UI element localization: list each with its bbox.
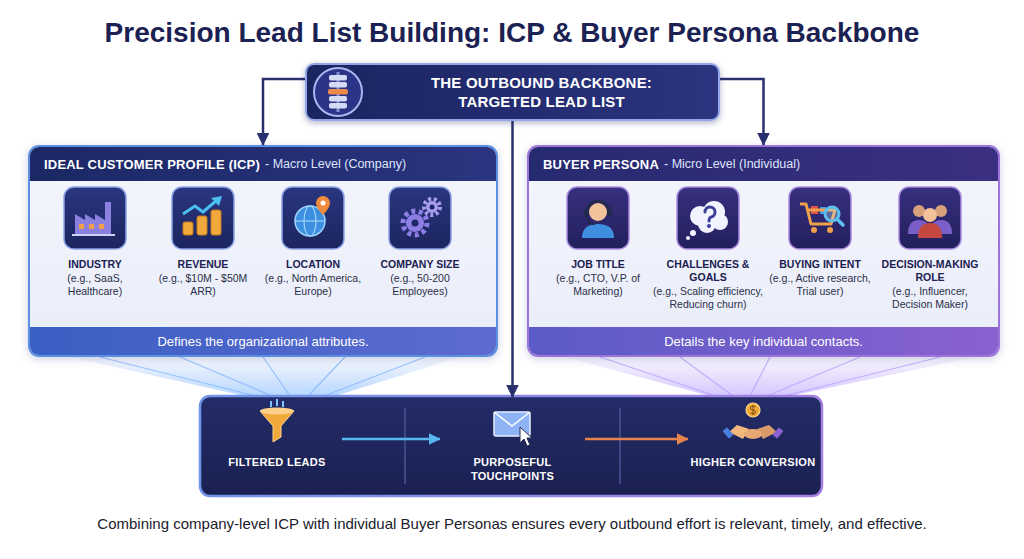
panel-note: Defines the organizational attributes. — [157, 334, 368, 349]
flow-arrow — [342, 438, 440, 441]
funnel-glow-part — [263, 357, 290, 396]
attribute-card: CHALLENGES & GOALS(e.g., Scaling efficie… — [652, 187, 764, 329]
attribute-heading: INDUSTRY — [39, 258, 151, 271]
funnel-glow-part — [100, 357, 256, 396]
panel-footer: Details the key individual contacts. — [529, 327, 998, 355]
panel-header: BUYER PERSONA - Micro Level (Individual) — [529, 147, 998, 181]
outcome-step: HIGHER CONVERSION — [688, 397, 818, 489]
attribute-card: LOCATION(e.g., North America, Europe) — [257, 187, 369, 329]
attribute-card: DECISION-MAKING ROLE(e.g., Influencer, D… — [874, 187, 986, 329]
panel-header: IDEAL CUSTOMER PROFILE (ICP) - Macro Leve… — [30, 147, 496, 181]
diagram-title: Precision Lead List Building: ICP & Buye… — [0, 16, 1024, 50]
attribute-card: JOB TITLE(e.g., CTO, V.P. of Marketing) — [542, 187, 654, 329]
backbone-label: THE OUTBOUND BACKBONE: TARGETED LEAD LIS… — [411, 73, 673, 111]
funnel-icon-part — [260, 411, 294, 442]
outcome-step: FILTERED LEADS — [212, 397, 342, 489]
outcome-label: FILTERED LEADS — [212, 455, 342, 469]
funnel-glow — [70, 357, 460, 396]
envelope-icon-part — [494, 412, 530, 436]
flow-arrow — [585, 438, 688, 441]
attribute-heading: BUYING INTENT — [764, 258, 876, 271]
profile-panel: IDEAL CUSTOMER PROFILE (ICP) - Macro Leve… — [28, 145, 498, 357]
attribute-heading: REVENUE — [147, 258, 259, 271]
handshake-icon-part — [772, 427, 783, 439]
panel-heading: BUYER PERSONA — [543, 157, 659, 172]
flow-arrow — [263, 79, 305, 145]
flow-arrow — [511, 121, 514, 397]
handshake-icon-part — [729, 425, 749, 439]
funnel-glow-part — [600, 357, 716, 396]
envelope-icon-part — [520, 427, 532, 446]
diagram-caption: Combining company-level ICP with individ… — [0, 514, 1024, 533]
band-divider — [619, 408, 621, 484]
funnel-glow — [70, 357, 975, 396]
funnel-glow-part — [750, 357, 770, 396]
attribute-example: (e.g., Influencer, Decision Maker) — [874, 285, 986, 310]
funnel-glow-part — [180, 357, 272, 396]
handshake-icon-part — [744, 429, 762, 439]
attribute-heading: LOCATION — [257, 258, 369, 271]
attribute-card: BUYING INTENT(e.g., Active research, Tri… — [764, 187, 876, 329]
attribute-heading: JOB TITLE — [542, 258, 654, 271]
panel-footer: Defines the organizational attributes. — [30, 327, 496, 355]
attribute-example: (e.g., CTO, V.P. of Marketing) — [542, 272, 654, 297]
attribute-heading: DECISION-MAKING ROLE — [874, 258, 986, 284]
panel-subheading: - Macro Level (Company) — [265, 157, 406, 171]
attribute-example: (e.g., Scaling efficiency, Reducing chur… — [652, 285, 764, 310]
attribute-example: (e.g., Active research, Trial user) — [764, 272, 876, 297]
funnel-icon — [260, 399, 294, 442]
attribute-example: (e.g., SaaS, Healthcare) — [39, 272, 151, 297]
backbone-box: THE OUTBOUND BACKBONE: TARGETED LEAD LIS… — [305, 63, 720, 121]
outcome-step: PURPOSEFUL TOUCHPOINTS — [440, 397, 585, 489]
panel-heading: IDEAL CUSTOMER PROFILE (ICP) — [44, 157, 260, 172]
attribute-card: COMPANY SIZE(e.g., 50-200 Employees) — [364, 187, 476, 329]
handshake-icon-part — [746, 403, 760, 417]
handshake-icon-part — [722, 427, 733, 439]
handshake-icon-part — [751, 405, 756, 415]
result-band — [200, 396, 822, 496]
attribute-card: REVENUE(e.g., $10M - $50M ARR) — [147, 187, 259, 329]
attribute-heading: COMPANY SIZE — [364, 258, 476, 271]
handshake-icon-part — [757, 425, 777, 439]
funnel-icon-part — [260, 408, 294, 415]
funnel-glow-part — [680, 357, 733, 396]
funnel-glow — [565, 357, 975, 396]
envelope-icon — [494, 412, 532, 446]
funnel-icon-part — [282, 401, 284, 407]
attribute-example: (e.g., $10M - $50M ARR) — [147, 272, 259, 297]
band-divider — [404, 408, 406, 484]
attribute-heading: CHALLENGES & GOALS — [652, 258, 764, 284]
profile-panel: BUYER PERSONA - Micro Level (Individual) D… — [527, 145, 1000, 357]
envelope-icon-part — [494, 412, 530, 426]
flow-arrow — [720, 79, 764, 145]
funnel-icon-part — [276, 399, 278, 406]
outcome-label: HIGHER CONVERSION — [688, 455, 818, 469]
funnel-glow-part — [767, 357, 860, 396]
attribute-example: (e.g., North America, Europe) — [257, 272, 369, 297]
outcome-label: PURPOSEFUL TOUCHPOINTS — [440, 455, 585, 483]
attribute-card: INDUSTRY(e.g., SaaS, Healthcare) — [39, 187, 151, 329]
attribute-example: (e.g., 50-200 Employees) — [364, 272, 476, 297]
funnel-glow-part — [324, 357, 425, 396]
handshake-icon — [722, 403, 783, 439]
funnel-icon-part — [270, 401, 272, 407]
funnel-glow-part — [784, 357, 940, 396]
panel-note: Details the key individual contacts. — [664, 334, 863, 349]
panel-subheading: - Micro Level (Individual) — [664, 157, 800, 171]
result-band — [200, 396, 822, 496]
